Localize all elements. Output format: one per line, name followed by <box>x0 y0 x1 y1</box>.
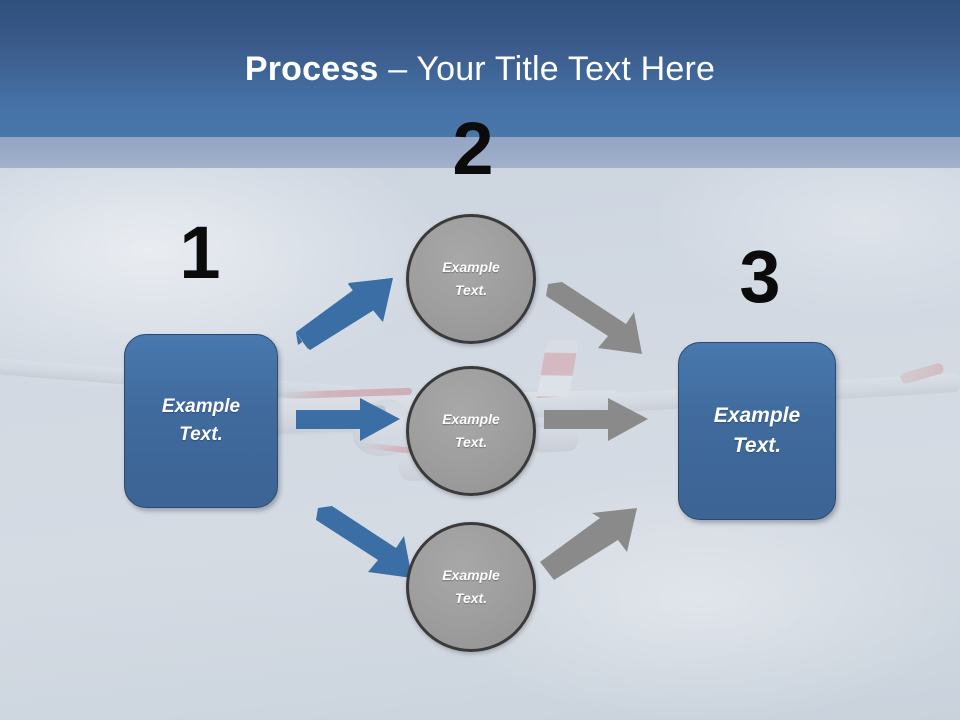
process-circle-middle[interactable]: Example Text. <box>406 366 536 496</box>
title-banner-accent-band <box>0 137 960 168</box>
process-circle-bottom-line1: Example <box>442 566 500 583</box>
arrow-down-right-icon <box>546 282 642 354</box>
process-box-step-3[interactable]: Example Text. <box>678 342 836 520</box>
arrow-blue-right[interactable] <box>296 398 400 442</box>
process-circle-bottom-label: Example Text. <box>442 564 500 610</box>
arrow-gray-right[interactable] <box>544 398 648 442</box>
process-box-step-3-label: Example Text. <box>714 401 800 462</box>
arrow-right-icon <box>544 398 648 441</box>
process-circle-top-line1: Example <box>442 258 500 275</box>
process-box-step-1-line2: Text. <box>179 424 223 445</box>
process-box-step-3-line1: Example <box>713 403 801 427</box>
arrow-up-right-icon <box>540 508 637 580</box>
process-circle-middle-label: Example Text. <box>442 408 500 454</box>
arrow-down-right-icon <box>316 506 412 578</box>
arrow-gray-up-right[interactable] <box>540 508 637 580</box>
process-box-step-1-line1: Example <box>161 396 241 418</box>
arrow-right-icon <box>296 398 400 441</box>
arrow-gray-down-right[interactable] <box>546 282 644 356</box>
process-box-step-1[interactable]: Example Text. <box>124 334 278 508</box>
process-box-step-3-line2: Text. <box>732 434 782 457</box>
process-circle-top[interactable]: Example Text. <box>406 214 536 344</box>
process-circle-top-label: Example Text. <box>442 256 500 302</box>
page-title-strong: Process <box>244 50 379 88</box>
step-number-3: 3 <box>739 235 781 318</box>
arrow-blue-down-right[interactable] <box>316 506 414 580</box>
process-circle-middle-line2: Text. <box>454 434 488 450</box>
process-circle-middle-line1: Example <box>442 410 500 427</box>
page-title-rest: – Your Title Text Here <box>378 50 716 88</box>
process-circle-top-line2: Text. <box>454 282 488 298</box>
step-number-2: 2 <box>452 107 494 190</box>
arrow-blue-up-right[interactable] <box>296 278 396 350</box>
title-banner <box>0 0 960 137</box>
process-circle-bottom-line2: Text. <box>454 590 488 606</box>
process-box-step-1-label: Example Text. <box>162 393 240 448</box>
arrow-up-right-icon <box>296 278 393 350</box>
step-number-1: 1 <box>179 211 221 294</box>
process-circle-bottom[interactable]: Example Text. <box>406 522 536 652</box>
page-title: Process – Your Title Text Here <box>0 48 960 90</box>
